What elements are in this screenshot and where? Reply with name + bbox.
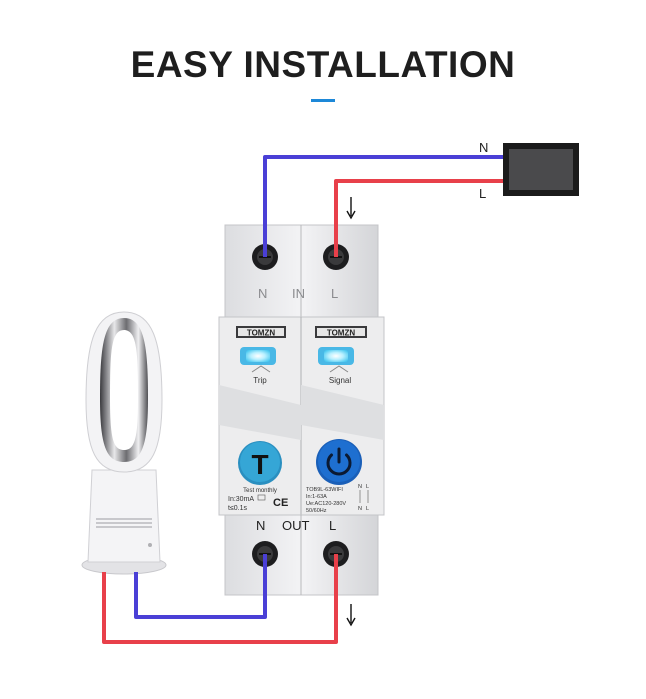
title-underline <box>311 99 335 102</box>
brand-plate-right <box>315 326 367 338</box>
output-n-label: N <box>256 518 265 533</box>
signal-label: Signal <box>329 376 351 385</box>
schematic-n-bottom: N <box>358 506 362 512</box>
down-arrow-icon <box>346 197 356 220</box>
breaker-body <box>218 224 385 596</box>
power-icon <box>326 447 352 476</box>
ce-mark: CE <box>273 497 288 509</box>
right-spec-line1: In:1-63A <box>306 494 327 500</box>
load-live-wire <box>102 554 338 644</box>
right-spec-line2: Ue:AC120-280V <box>306 501 346 507</box>
test-button-letter: T <box>251 449 268 480</box>
supply-live-label: L <box>479 186 486 201</box>
signal-indicator-led <box>318 347 354 365</box>
output-l-label: L <box>329 518 336 533</box>
brand-plate-left <box>236 326 286 338</box>
rcd-symbol-icon <box>257 494 266 501</box>
schematic-l-bottom: L <box>366 506 369 512</box>
trip-label: Trip <box>253 376 267 385</box>
left-spec-line2: t≤0.1s <box>228 505 248 512</box>
test-button[interactable] <box>238 441 282 485</box>
trip-caret-icon <box>251 365 271 373</box>
right-spec-line3: 50/60Hz <box>306 508 327 514</box>
supply-neutral-label: N <box>479 140 488 155</box>
trip-indicator-led <box>240 347 276 365</box>
left-spec-line1: In:30mA <box>228 496 254 503</box>
input-l-label: L <box>331 286 338 301</box>
model-number: TOB9L-63WIFI <box>306 487 343 493</box>
down-arrow-icon <box>346 604 356 627</box>
schematic-n-top: N <box>358 484 362 490</box>
supply-live-wire <box>334 179 503 257</box>
brand-left: TOMZN <box>247 329 276 338</box>
page-title: EASY INSTALLATION <box>130 44 516 85</box>
supply-neutral-wire <box>263 155 503 257</box>
input-n-label: N <box>258 286 267 301</box>
schematic-l-top: L <box>366 484 369 490</box>
load-neutral-wire <box>134 554 267 619</box>
terminal-schematic: N L N L <box>358 484 369 512</box>
signal-caret-icon <box>329 365 349 373</box>
output-out-label: OUT <box>282 518 310 533</box>
bladeless-fan-appliance <box>81 311 167 575</box>
brand-right: TOMZN <box>327 329 356 338</box>
power-supply-box <box>503 143 579 196</box>
test-button-caption: Test monthly <box>243 488 277 494</box>
input-in-label: IN <box>292 286 305 301</box>
